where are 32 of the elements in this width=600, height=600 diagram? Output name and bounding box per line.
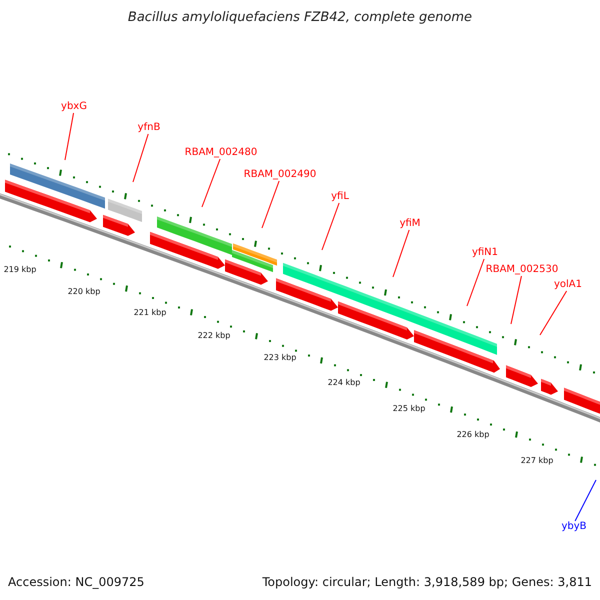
scale-label: 219 kbp (4, 265, 36, 274)
gene-label: yfiL (331, 191, 349, 203)
gene-label: yfnB (138, 122, 160, 134)
leader-line (466, 258, 485, 306)
gene-label: RBAM_002490 (244, 169, 316, 181)
scale-label: 227 kbp (520, 456, 554, 465)
scale-label: 220 kbp (68, 287, 100, 296)
leader-line (510, 276, 522, 324)
leader-line (322, 202, 340, 250)
footer-text: Topology: circular; Length: 3,918,589 bp; Genes: 3,811 (262, 575, 592, 589)
gene-label: ybxG (61, 101, 87, 113)
scale-label: 222 kbp (198, 331, 230, 340)
leader-line (64, 112, 74, 160)
gene-label: yfiM (400, 218, 420, 230)
scale-label: 223 kbp (264, 353, 296, 362)
leader-line (132, 134, 149, 182)
gene-label: RBAM_002530 (486, 264, 558, 276)
leader-line (540, 290, 568, 336)
gene-label: yfiN1 (472, 247, 498, 259)
gene-label: yolA1 (554, 279, 582, 291)
gene-label: ybyB (561, 521, 587, 533)
leader-line (202, 158, 221, 208)
leader-line (392, 230, 410, 278)
leader-line (262, 180, 280, 228)
footer-text: Accession: NC_009725 (8, 575, 144, 589)
leader-line (574, 480, 596, 522)
scale-label: 224 kbp (328, 378, 360, 387)
scale-label: 221 kbp (134, 308, 166, 317)
scale-label: 225 kbp (392, 404, 426, 413)
gene-label: RBAM_002480 (184, 147, 258, 159)
scale-label: 226 kbp (456, 430, 490, 439)
title: Bacillus amyloliquefaciens FZB42, complete genome (126, 10, 474, 25)
